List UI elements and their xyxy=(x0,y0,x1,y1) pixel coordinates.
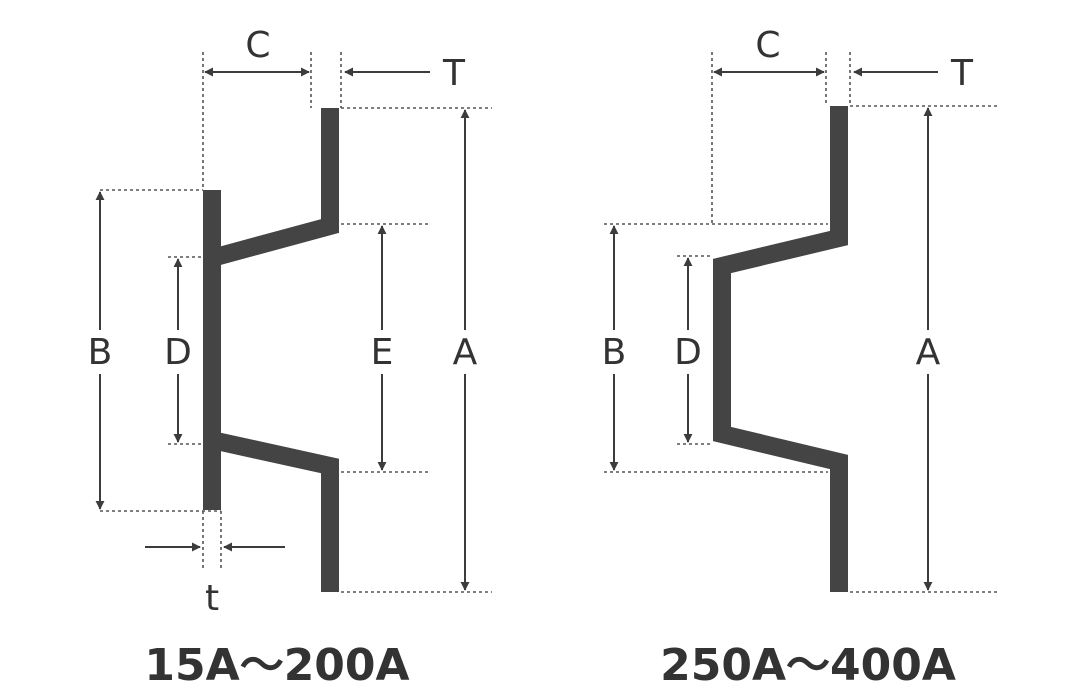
right-figure: C T A B D 250A〜400A xyxy=(599,25,1000,691)
right-label-C: C xyxy=(755,25,780,66)
right-label-B: B xyxy=(602,332,627,373)
right-label-D: D xyxy=(674,332,702,373)
left-label-A: A xyxy=(453,332,478,373)
left-label-E: E xyxy=(371,332,394,373)
right-label-T: T xyxy=(950,53,974,94)
left-figure: C T A B D E t 15A〜200A xyxy=(86,25,492,691)
left-label-D: D xyxy=(164,332,192,373)
left-label-T: T xyxy=(442,53,466,94)
right-extension-lines xyxy=(604,52,1000,593)
left-label-C: C xyxy=(245,25,270,66)
left-label-t: t xyxy=(205,578,219,619)
left-gasket-profile xyxy=(203,108,339,592)
right-gasket-profile xyxy=(713,106,848,592)
right-caption: 250A〜400A xyxy=(660,640,956,691)
right-label-A: A xyxy=(916,332,941,373)
left-caption: 15A〜200A xyxy=(144,640,409,691)
left-label-B: B xyxy=(88,332,113,373)
left-extension-lines xyxy=(100,52,492,593)
